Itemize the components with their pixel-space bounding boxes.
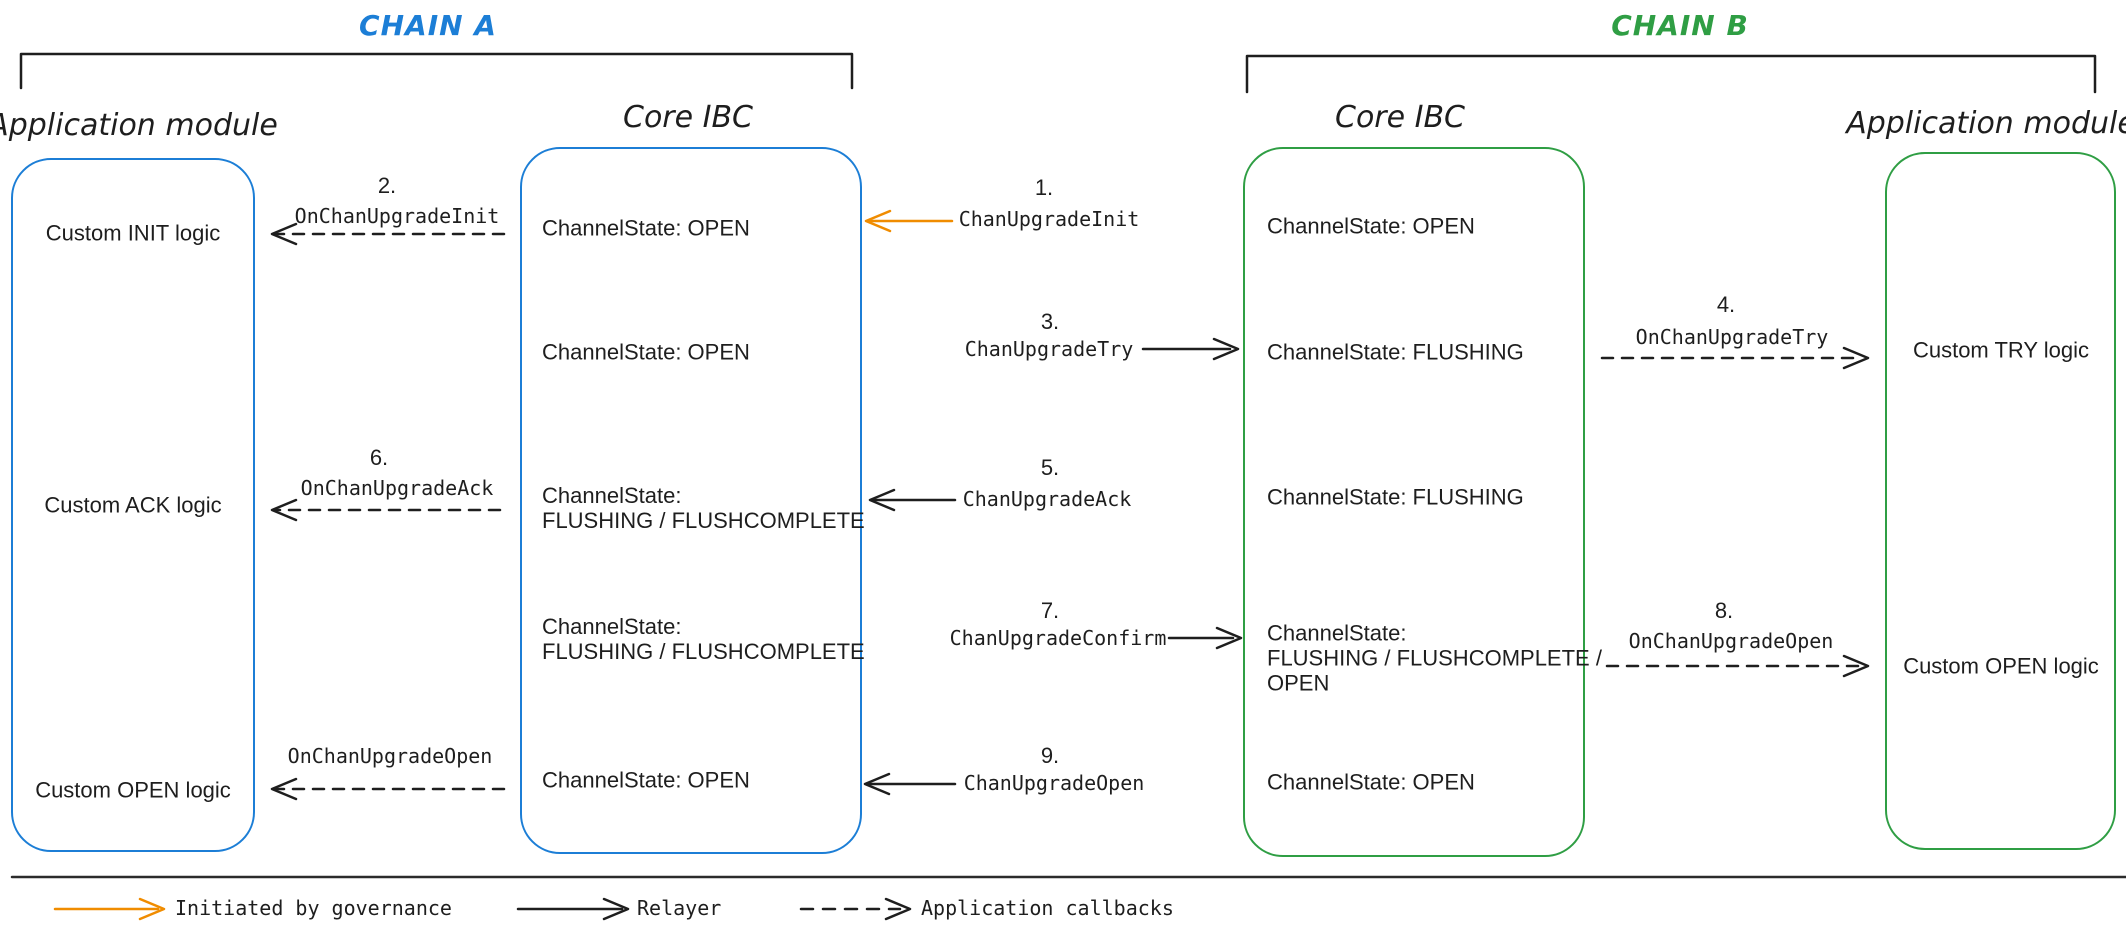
- step-3-label: ChanUpgradeTry: [964, 337, 1134, 361]
- step-1-number: 1.: [1034, 175, 1054, 200]
- step-6-number: 6.: [369, 445, 389, 470]
- core-ibc-b-title: Core IBC: [1334, 100, 1466, 135]
- step-1-label: ChanUpgradeInit: [958, 207, 1140, 231]
- callback-arrow-2-icon: [270, 222, 506, 246]
- custom-init-logic: Custom INIT logic: [45, 220, 221, 246]
- chain-b-bracket: [1245, 54, 2097, 94]
- legend-relayer-label: Relayer: [637, 896, 722, 920]
- channel-state-row: ChannelState: FLUSHING / FLUSHCOMPLETE: [542, 483, 865, 533]
- custom-open-logic-b: Custom OPEN logic: [1903, 653, 2099, 679]
- core-ibc-a-title: Core IBC: [622, 100, 754, 135]
- core-ibc-b-box: ChannelState: OPEN ChannelState: FLUSHIN…: [1243, 147, 1602, 857]
- channel-state-row: ChannelState: OPEN: [1267, 769, 1475, 795]
- step-2-label: OnChanUpgradeInit: [294, 204, 500, 228]
- custom-ack-logic: Custom ACK logic: [44, 492, 222, 518]
- legend-governance-label: Initiated by governance: [175, 896, 452, 920]
- callback-arrow-8-icon: [1605, 654, 1870, 678]
- step-5-label: ChanUpgradeAck: [962, 487, 1132, 511]
- callback-arrow-open-icon: [270, 777, 506, 801]
- callback-arrow-4-icon: [1600, 346, 1870, 370]
- channel-state-row: ChannelState: OPEN: [542, 215, 750, 241]
- chain-a-label: CHAIN A: [359, 9, 497, 42]
- step-8-number: 8.: [1714, 598, 1734, 623]
- legend-relayer-arrow-icon: [516, 897, 630, 921]
- channel-state-row: ChannelState: FLUSHING / FLUSHCOMPLETE /…: [1267, 620, 1602, 696]
- step-7-label: ChanUpgradeConfirm: [949, 626, 1167, 650]
- app-module-b-box: Custom TRY logic Custom OPEN logic: [1885, 152, 2116, 850]
- app-module-a-title: Application module: [0, 108, 278, 143]
- step-3-number: 3.: [1040, 309, 1060, 334]
- relayer-arrow-7-icon: [1167, 626, 1243, 650]
- step-7-number: 7.: [1040, 598, 1060, 623]
- custom-open-logic-a: Custom OPEN logic: [35, 777, 231, 803]
- governance-arrow-icon: [864, 209, 954, 233]
- step-9-number: 9.: [1040, 743, 1060, 768]
- channel-state-row: ChannelState: FLUSHING / FLUSHCOMPLETE: [542, 614, 865, 664]
- channel-state-row: ChannelState: FLUSHING: [1267, 484, 1524, 510]
- legend-governance-arrow-icon: [53, 897, 166, 921]
- channel-state-row: ChannelState: OPEN: [542, 339, 750, 365]
- step-8-label: OnChanUpgradeOpen: [1628, 629, 1834, 653]
- core-ibc-a-box: ChannelState: OPEN ChannelState: OPEN Ch…: [520, 147, 865, 854]
- step-5-number: 5.: [1040, 455, 1060, 480]
- relayer-arrow-9-icon: [863, 772, 957, 796]
- channel-state-row: ChannelState: FLUSHING: [1267, 339, 1524, 365]
- step-4-number: 4.: [1716, 292, 1736, 317]
- onchanupgradeopen-callback-label: OnChanUpgradeOpen: [287, 744, 493, 768]
- legend-callbacks-label: Application callbacks: [921, 896, 1174, 920]
- relayer-arrow-3-icon: [1141, 337, 1240, 361]
- app-module-a-box: Custom INIT logic Custom ACK logic Custo…: [11, 158, 255, 852]
- step-6-label: OnChanUpgradeAck: [300, 476, 494, 500]
- step-4-label: OnChanUpgradeTry: [1635, 325, 1829, 349]
- step-9-label: ChanUpgradeOpen: [963, 771, 1145, 795]
- app-module-b-title: Application module: [1846, 106, 2126, 141]
- chain-a-bracket: [19, 52, 854, 90]
- legend-callbacks-arrow-icon: [799, 897, 912, 921]
- channel-state-row: ChannelState: OPEN: [1267, 213, 1475, 239]
- chain-b-label: CHAIN B: [1611, 9, 1749, 42]
- relayer-arrow-5-icon: [868, 488, 957, 512]
- channel-state-row: ChannelState: OPEN: [542, 767, 750, 793]
- callback-arrow-6-icon: [270, 498, 502, 522]
- custom-try-logic: Custom TRY logic: [1912, 337, 2090, 363]
- step-2-number: 2.: [377, 173, 397, 198]
